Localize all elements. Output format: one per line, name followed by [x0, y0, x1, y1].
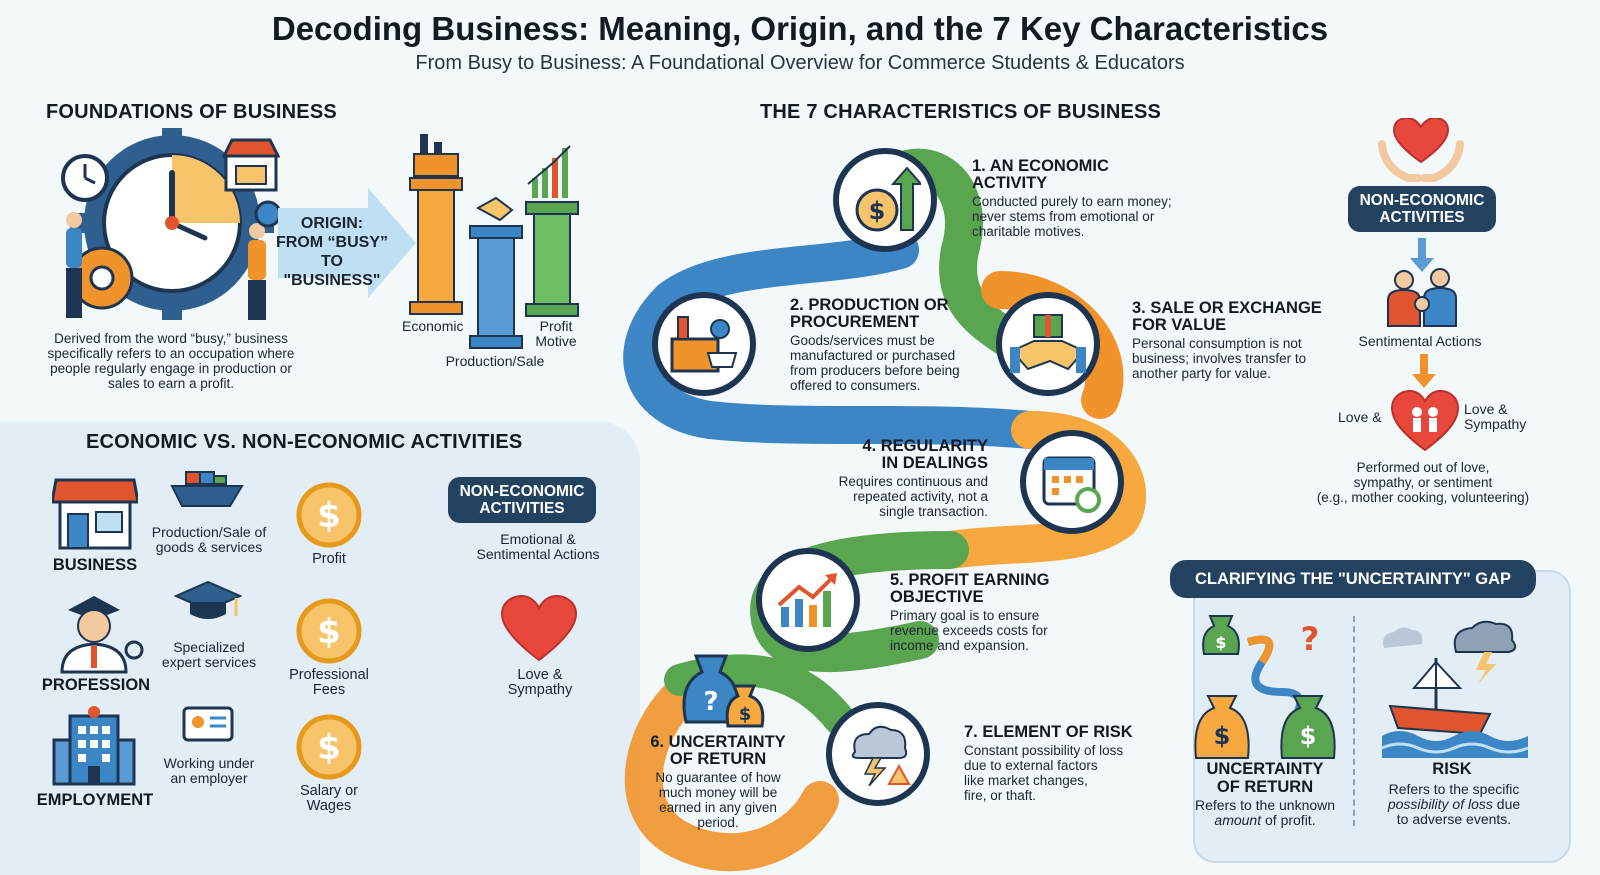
growth-chart-icon	[527, 145, 571, 198]
svg-text:$: $	[317, 728, 341, 768]
factory-icon	[413, 134, 459, 177]
sentimental-actions-label: Sentimental Actions	[1358, 333, 1482, 349]
characteristics-heading: THE 7 CHARACTERISTICS OF BUSINESS	[760, 101, 1162, 123]
characteristic-1: 1. AN ECONOMIC ACTIVITY Conducted purely…	[972, 157, 1172, 240]
foundations-heading: FOUNDATIONS OF BUSINESS	[46, 101, 337, 123]
factory-icon	[652, 292, 756, 396]
arrow-down-icon	[1412, 354, 1436, 388]
profession-desc: Specialized expert services	[161, 639, 257, 670]
characteristic-6: 6. UNCERTAINTY OF RETURN No guarantee of…	[650, 733, 786, 831]
id-card-icon	[182, 706, 234, 742]
graduation-cap-icon	[174, 580, 242, 619]
storefront-icon	[52, 478, 138, 550]
dollar-coin-icon: $	[296, 482, 362, 548]
svg-text:?: ?	[1301, 620, 1320, 658]
characteristic-5: 5. PROFIT EARNING OBJECTIVE Primary goal…	[890, 571, 1050, 654]
arrow-down-icon	[1410, 238, 1434, 272]
characteristic-2: 2. PRODUCTION OR PROCUREMENT Goods/servi…	[790, 296, 960, 394]
gift-icon	[996, 292, 1100, 396]
economic-activity-icon: $	[833, 148, 937, 252]
page-subtitle: From Busy to Business: A Foundational Ov…	[415, 52, 1185, 74]
heart-icon	[1390, 390, 1460, 452]
profession-label: PROFESSION	[41, 676, 151, 694]
divider	[1353, 616, 1355, 826]
pillar-production-label: Production/Sale	[445, 353, 545, 369]
uncertainty-money-icon: $ ? $ $	[1194, 615, 1336, 759]
shop-icon	[222, 138, 280, 192]
growth-chart-icon	[756, 548, 860, 652]
characteristic-3: 3. SALE OR EXCHANGE FOR VALUE Personal c…	[1132, 299, 1322, 382]
hands-heart-icon	[1378, 118, 1464, 182]
svg-text:?: ?	[703, 687, 718, 717]
employment-desc: Working under an employer	[163, 755, 255, 786]
doctor-icon	[60, 596, 144, 674]
uncertainty-gap-heading: CLARIFYING THE "UNCERTAINTY" GAP	[1170, 560, 1536, 598]
family-icon	[1387, 268, 1457, 327]
employment-label: EMPLOYMENT	[36, 791, 154, 809]
business-label: BUSINESS	[52, 556, 138, 574]
foundations-description: Derived from the word “busy,” business s…	[47, 331, 295, 391]
uncertainty-gap-panel	[1193, 570, 1571, 863]
professional-fees-label: Professional Fees	[289, 667, 369, 698]
non-economic-pill: NON-ECONOMIC ACTIVITIES	[448, 477, 596, 523]
love-right-label: Love & Sympathy	[1464, 401, 1527, 432]
pillar-economic-label: Economic	[402, 318, 464, 334]
love-left-label: Love &	[1338, 409, 1382, 425]
svg-text:$: $	[1215, 633, 1226, 652]
characteristic-4: 4. REGULARITY IN DEALINGS Requires conti…	[838, 437, 988, 520]
page-title: Decoding Business: Meaning, Origin, and …	[271, 10, 1329, 47]
non-economic-desc: Emotional & Sentimental Actions	[476, 531, 600, 562]
profit-label: Profit	[312, 551, 346, 567]
non-economic-description: Performed out of love, sympathy, or sent…	[1316, 460, 1530, 505]
sinking-ship-icon	[1381, 620, 1529, 758]
storm-cloud-icon	[826, 702, 930, 806]
dollar-coin-icon: $	[296, 598, 362, 664]
love-sympathy-label: Love & Sympathy	[507, 667, 573, 698]
uncertainty-title: UNCERTAINTY OF RETURN	[1206, 760, 1324, 796]
non-economic-pill-right: NON-ECONOMIC ACTIVITIES	[1348, 186, 1496, 232]
origin-label: ORIGIN: FROM “BUSY” TO "BUSINESS"	[276, 215, 388, 289]
money-bag-icon: ? $	[682, 654, 765, 728]
svg-text:$: $	[1300, 722, 1317, 750]
svg-text:$: $	[1214, 722, 1231, 750]
svg-text:$: $	[739, 704, 752, 725]
svg-text:$: $	[869, 197, 886, 225]
calendar-icon	[1020, 430, 1124, 534]
handshake-icon	[475, 196, 514, 222]
ship-icon	[170, 471, 244, 507]
office-building-icon	[52, 706, 136, 786]
clock-gear-icon	[61, 128, 282, 320]
svg-text:$: $	[317, 496, 341, 536]
business-desc: Production/Sale of goods & services	[151, 524, 267, 555]
svg-text:$: $	[317, 612, 341, 652]
dollar-coin-icon: $	[296, 714, 362, 780]
pillar-profit-label: Profit Motive	[535, 318, 577, 349]
risk-title: RISK	[1432, 760, 1472, 778]
heart-icon	[500, 594, 578, 662]
pillars-diagram	[409, 134, 579, 349]
characteristic-7: 7. ELEMENT OF RISK Constant possibility …	[964, 723, 1133, 804]
econ-vs-heading: ECONOMIC VS. NON-ECONOMIC ACTIVITIES	[86, 431, 523, 453]
salary-label: Salary or Wages	[299, 783, 359, 814]
arrow-right-icon	[278, 188, 416, 298]
